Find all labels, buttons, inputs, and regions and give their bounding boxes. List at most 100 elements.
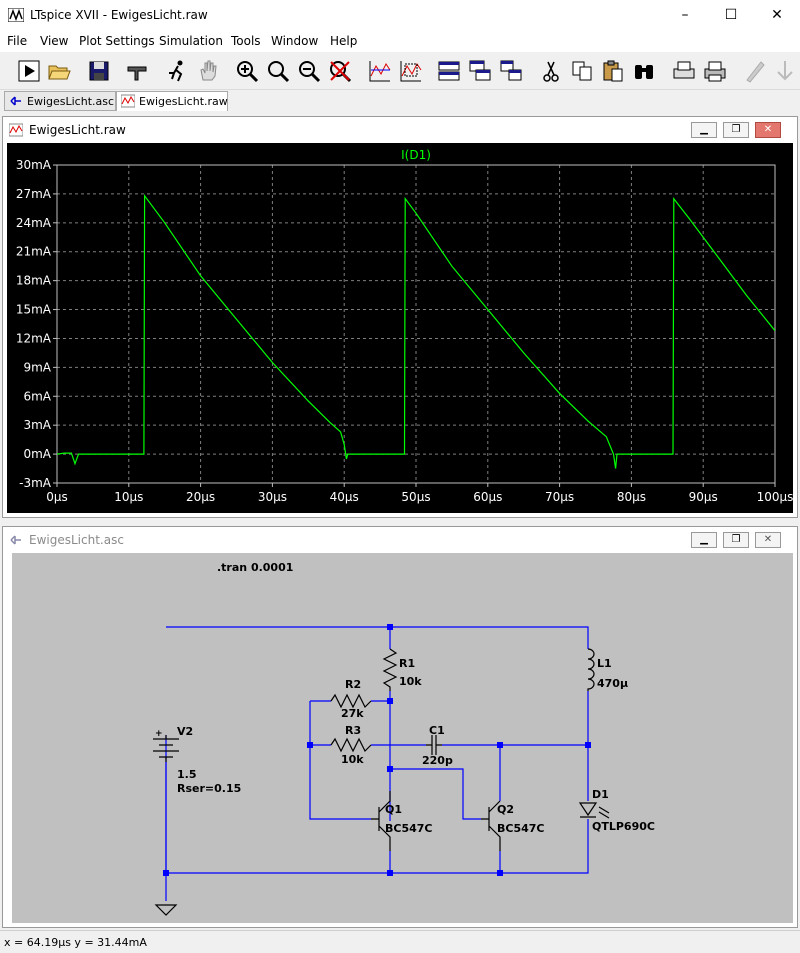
find-icon[interactable] [631,58,657,84]
v2-symbol [153,735,179,762]
menu-tools[interactable]: Tools [231,34,261,48]
tile-horizontal-icon[interactable] [436,58,462,84]
schematic-window: EwigesLicht.asc ▁ ❐ ✕ .tran 0.0001 [2,526,798,928]
d1-value[interactable]: QTLP690C [592,820,655,833]
control-panel-icon[interactable] [124,58,150,84]
q2-value[interactable]: BC547C [497,822,545,835]
move-icon [777,61,793,81]
r1-value[interactable]: 10k [399,675,422,688]
l1-symbol [587,648,595,691]
y-tick-label: 24mA [16,216,52,230]
trace-i-d1- [57,193,775,469]
minimize-button[interactable]: – [681,7,689,23]
menu-simulation[interactable]: Simulation [159,34,223,48]
schematic-window-title: EwigesLicht.asc [29,533,124,547]
y-tick-label: 15mA [16,303,52,317]
q1-value[interactable]: BC547C [385,822,433,835]
x-tick-label: 40µs [330,490,359,504]
schematic-icon [10,535,21,545]
tab-bar: EwigesLicht.asc EwigesLicht.raw [0,90,800,112]
tab-label: EwigesLicht.raw [139,95,228,108]
pan-icon[interactable] [195,58,221,84]
r2-name[interactable]: R2 [345,678,361,691]
window-title: LTspice XVII - EwigesLicht.raw [30,8,208,22]
ltspice-icon [8,8,24,22]
x-tick-label: 50µs [401,490,430,504]
tab-label: EwigesLicht.asc [27,95,115,108]
c1-name[interactable]: C1 [429,724,445,737]
x-tick-label: 70µs [545,490,574,504]
c1-value[interactable]: 220p [422,754,453,767]
autorange-icon[interactable] [367,58,393,84]
r2-symbol [330,693,372,709]
plot-minimize-button[interactable]: ▁ [691,122,717,138]
run-icon[interactable] [16,58,42,84]
v2-value[interactable]: 1.5 [177,768,197,781]
q2-symbol [481,800,501,851]
plot-close-button[interactable]: ✕ [755,122,781,138]
plot-window-caption: EwigesLicht.raw ▁ ❐ ✕ [3,117,797,143]
l1-value[interactable]: 470µ [597,677,628,690]
print-setup-icon[interactable] [671,58,697,84]
manual-limits-icon[interactable] [398,58,424,84]
menu-help[interactable]: Help [330,34,358,48]
r3-symbol [330,737,372,753]
schematic-background [12,553,793,923]
y-tick-label: 21mA [16,245,52,259]
schematic-window-caption: EwigesLicht.asc ▁ ❐ ✕ [3,527,797,553]
r1-name[interactable]: R1 [399,657,415,670]
save-icon[interactable] [86,58,112,84]
status-bar: x = 64.19µs y = 31.44mA [0,930,800,953]
menu-plot-settings[interactable]: Plot Settings [79,34,155,48]
maximize-button[interactable]: ☐ [724,7,738,23]
q2-name[interactable]: Q2 [497,803,514,816]
open-icon[interactable] [46,58,72,84]
tile-vertical-icon[interactable] [498,58,524,84]
x-tick-label: 20µs [186,490,215,504]
d1-name[interactable]: D1 [592,788,609,801]
print-icon[interactable] [702,58,728,84]
r3-value[interactable]: 10k [341,753,364,766]
r1-symbol [382,648,398,691]
components [153,648,610,916]
halt-icon[interactable] [164,58,190,84]
y-tick-label: 9mA [23,360,51,374]
menu-view[interactable]: View [40,34,69,48]
cascade-icon[interactable] [467,58,493,84]
close-button[interactable]: ✕ [771,7,783,23]
y-tick-label: 0mA [23,447,51,461]
schematic-close-button[interactable]: ✕ [755,532,781,548]
q1-name[interactable]: Q1 [385,803,402,816]
d1-symbol [578,802,598,818]
tran-directive[interactable]: .tran 0.0001 [217,561,293,574]
v2-name[interactable]: V2 [177,725,193,738]
schematic-minimize-button[interactable]: ▁ [691,532,717,548]
zoom-out-icon[interactable] [296,58,322,84]
cut-icon[interactable] [538,58,564,84]
plot-background [7,143,793,513]
text-icon [746,61,765,83]
v2-param[interactable]: Rser=0.15 [177,782,241,795]
y-tick-label: -3mA [19,476,52,490]
r2-value[interactable]: 27k [341,707,364,720]
schematic-restore-button[interactable]: ❐ [723,532,749,548]
cursor-readout: x = 64.19µs y = 31.44mA [4,936,147,949]
l1-name[interactable]: L1 [597,657,612,670]
plot-restore-button[interactable]: ❐ [723,122,749,138]
zoom-in-icon[interactable] [234,58,260,84]
paste-icon[interactable] [600,58,626,84]
plot-window-title: EwigesLicht.raw [29,123,126,137]
tab-schematic[interactable]: EwigesLicht.asc [4,91,116,111]
menu-file[interactable]: File [7,34,28,48]
tab-waveform[interactable]: EwigesLicht.raw [116,91,228,111]
zoom-area-icon[interactable] [265,58,291,84]
waveform-icon [9,123,23,137]
r3-name[interactable]: R3 [345,724,361,737]
schematic-canvas[interactable]: .tran 0.0001 [12,553,793,923]
copy-icon[interactable] [569,58,595,84]
menu-window[interactable]: Window [271,34,319,48]
plot-frame [56,164,776,484]
zoom-cancel-icon[interactable] [327,58,353,84]
